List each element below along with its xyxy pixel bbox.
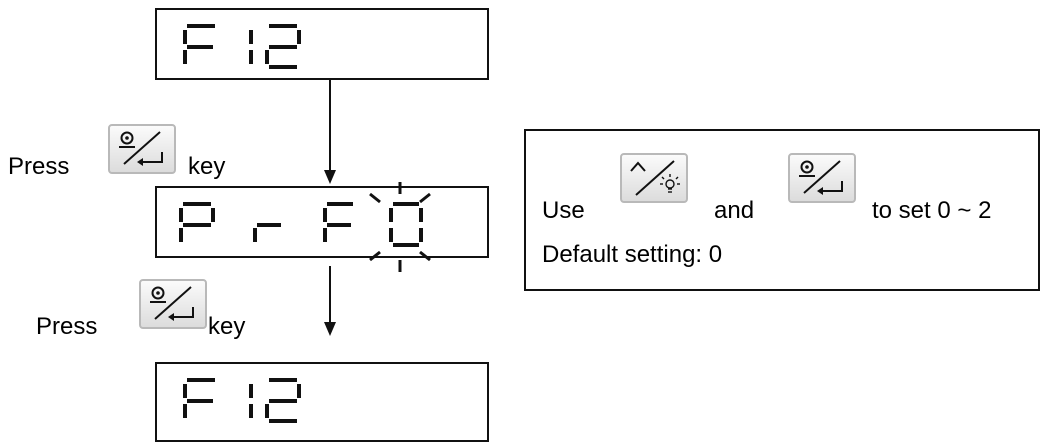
info-box: Use and to set 0 ~ 2: [524, 129, 1040, 291]
digit-2: [265, 378, 301, 423]
flow-arrow-1: [324, 80, 336, 184]
display-top: [155, 8, 489, 80]
enter-key-button-2[interactable]: [139, 279, 207, 329]
step-2-suffix: key: [208, 313, 246, 340]
enter-key-button-3[interactable]: [788, 153, 856, 203]
step-2-label: Press: [36, 315, 97, 339]
digit-0-blinking: [389, 202, 423, 247]
up-light-key-button[interactable]: [620, 153, 688, 203]
up-light-key-icon: [630, 160, 680, 196]
step-1-suffix: key: [188, 153, 226, 180]
blink-indicator-icon: [369, 182, 431, 272]
digit-P: [179, 202, 215, 242]
digit-F: [183, 378, 215, 418]
and-label: and: [714, 197, 755, 224]
digit-F: [323, 202, 353, 242]
range-text: to set 0 ~ 2: [872, 197, 992, 224]
use-label: Use: [542, 197, 585, 224]
enter-key-icon: [799, 160, 843, 195]
display-top-digits: [183, 24, 301, 69]
digit-r: [253, 223, 281, 242]
step-1-label: Press: [8, 155, 69, 179]
enter-key-icon: [150, 286, 194, 321]
digit-2: [265, 24, 301, 69]
flow-arrow-2: [324, 266, 336, 336]
display-middle: [155, 186, 489, 258]
display-middle-digits: [179, 202, 423, 247]
enter-key-button[interactable]: [108, 124, 176, 174]
enter-key-icon: [119, 131, 163, 166]
step-1-prefix: Press: [8, 153, 70, 180]
display-bottom-digits: [183, 378, 301, 423]
digit-F: [183, 24, 215, 64]
step-2-prefix: Press: [36, 313, 98, 340]
display-bottom: [155, 362, 489, 442]
default-text: Default setting: 0: [542, 241, 723, 268]
